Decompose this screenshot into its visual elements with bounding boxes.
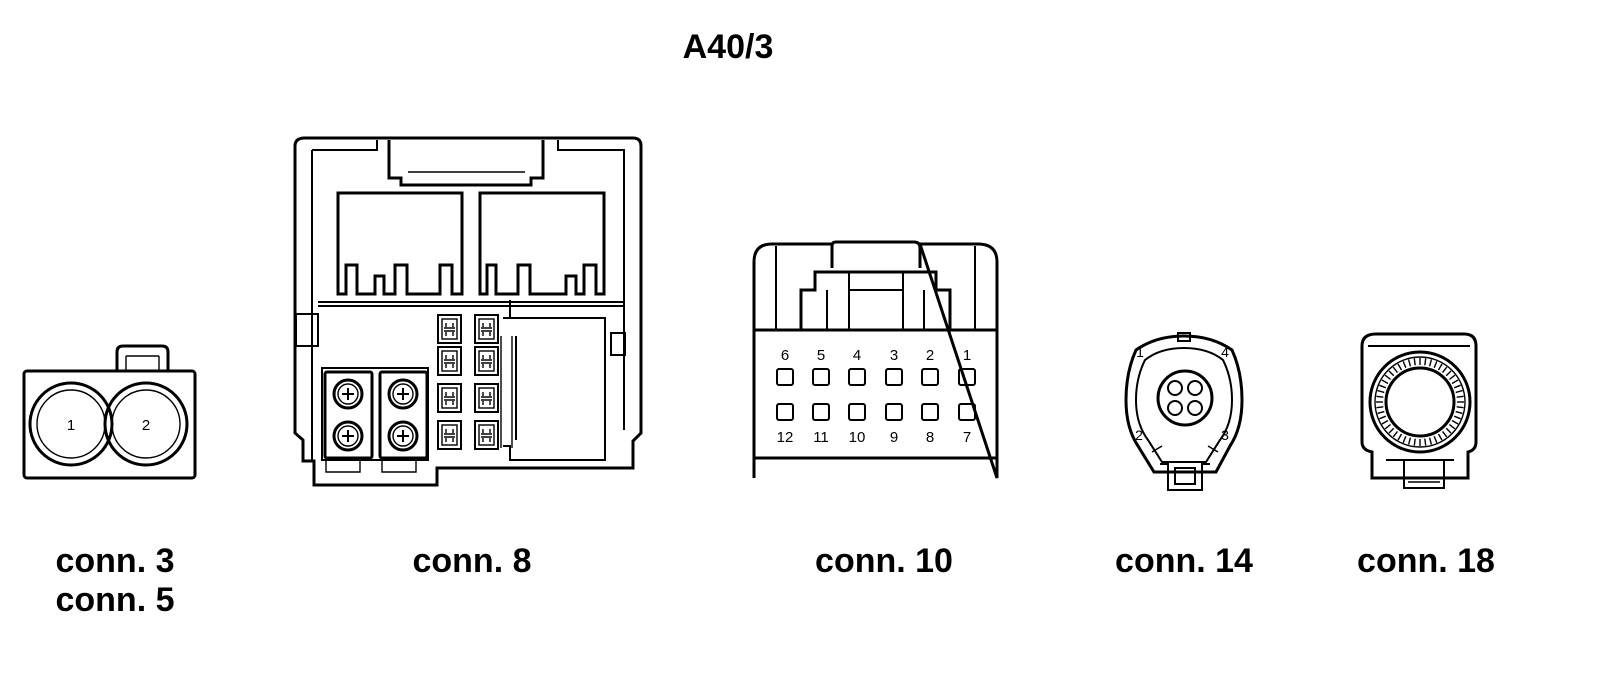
signal-cavity (474, 346, 499, 376)
knurl-tick (1456, 406, 1464, 409)
knurl-tick (1451, 419, 1459, 425)
signal-cavity (437, 383, 462, 413)
connector-10: 6 12 5 11 4 10 3 9 2 8 1 7 (752, 240, 999, 479)
pin-cavity (848, 403, 866, 421)
knurl-tick (1424, 438, 1427, 446)
pin-cavity (776, 368, 794, 386)
pin-cavity (776, 403, 794, 421)
pin-grid: 6 12 5 11 4 10 3 9 2 8 1 7 (776, 347, 976, 446)
knurl-tick (1441, 366, 1448, 374)
signal-cavity (474, 314, 499, 344)
connector-18 (1360, 332, 1478, 489)
pin-label: 2 (1135, 427, 1143, 443)
knurl-tick (1402, 361, 1407, 369)
pin-cavity (885, 368, 903, 386)
pin-cavity (812, 403, 830, 421)
knurl-tick (1453, 415, 1461, 420)
pin-label: 7 (963, 429, 971, 446)
knurl-tick (1388, 370, 1395, 377)
pin-label: 5 (817, 347, 825, 364)
knurl-tick (1448, 374, 1456, 381)
knurl-tick (1407, 437, 1412, 445)
signal-cavity (474, 383, 499, 413)
pin-label: 4 (1221, 344, 1229, 360)
pin-label: 11 (813, 429, 829, 446)
knurl-tick (1428, 437, 1433, 445)
knurl-tick (1445, 427, 1452, 434)
knurl-tick (1433, 361, 1438, 369)
knurl-tick (1397, 363, 1403, 371)
pin-label: 1 (67, 417, 75, 434)
pin-cavity (958, 403, 976, 421)
knurl-tick (1392, 366, 1399, 374)
connector-label: conn. 8 (412, 542, 531, 580)
knurl-tick (1384, 423, 1392, 430)
pin-label: 1 (1136, 344, 1144, 360)
knurl-tick (1379, 415, 1387, 420)
diagram-title: A40/3 (683, 28, 774, 66)
pin-cavity (921, 403, 939, 421)
knurl-tick (1397, 433, 1403, 441)
knurl-tick (1407, 359, 1412, 367)
pin-label: 6 (781, 347, 789, 364)
knurl-tick (1445, 370, 1452, 377)
knurl-tick (1392, 430, 1399, 438)
pin-label: 2 (926, 347, 934, 364)
signal-cavity (474, 420, 499, 450)
knurl-tick (1402, 435, 1407, 443)
knurl-tick (1377, 389, 1385, 394)
knurl-tick (1437, 363, 1443, 371)
knurl-tick (1437, 433, 1443, 441)
pin-label: 3 (1221, 427, 1229, 443)
pin-cavity (921, 368, 939, 386)
knurl-tick (1376, 406, 1384, 409)
knurl-tick (1455, 410, 1463, 415)
pin-label: 12 (777, 429, 794, 446)
knurl-tick (1381, 379, 1389, 385)
knurl-tick (1388, 427, 1395, 434)
pin-label: 8 (926, 429, 934, 446)
pin-cavity (812, 368, 830, 386)
connector-label: conn. 10 (815, 542, 953, 580)
connector-8 (293, 136, 643, 487)
pin-cavity (958, 368, 976, 386)
knurl-tick (1381, 419, 1389, 425)
pin-label: 2 (142, 417, 150, 434)
connector-label: conn. 3 (55, 542, 174, 580)
pin-label: 10 (849, 429, 866, 446)
pin-label: 3 (890, 347, 898, 364)
knurl-tick (1428, 359, 1433, 367)
knurl-tick (1424, 358, 1427, 366)
knurl-tick (1448, 423, 1456, 430)
knurl-tick (1441, 430, 1448, 438)
pin-label: 9 (890, 429, 898, 446)
signal-cavity (437, 346, 462, 376)
connector-label: conn. 14 (1115, 542, 1253, 580)
signal-cavity (437, 314, 462, 344)
connector-label: conn. 5 (55, 581, 174, 619)
knurl-tick (1455, 389, 1463, 394)
knurl-tick (1453, 384, 1461, 389)
knurl-tick (1379, 384, 1387, 389)
pin-cavity (885, 403, 903, 421)
knurl-tick (1413, 438, 1416, 446)
knurl-tick (1413, 358, 1416, 366)
knurl-tick (1451, 379, 1459, 385)
power-terminal (332, 378, 419, 452)
connector-14: 1 4 2 3 (1124, 332, 1244, 491)
connector-3-5: 1 2 (22, 344, 197, 480)
signal-cavity-group (437, 314, 513, 450)
knurl-tick (1384, 374, 1392, 381)
knurl-tick (1377, 410, 1385, 415)
signal-cavity (437, 420, 462, 450)
knurled-ring (1376, 358, 1464, 446)
connector-label: conn. 18 (1357, 542, 1495, 580)
pin-cavity (848, 368, 866, 386)
knurl-tick (1456, 395, 1464, 398)
knurl-tick (1376, 395, 1384, 398)
pin-label: 1 (963, 347, 971, 364)
pin-label: 4 (853, 347, 861, 364)
knurl-tick (1433, 435, 1438, 443)
